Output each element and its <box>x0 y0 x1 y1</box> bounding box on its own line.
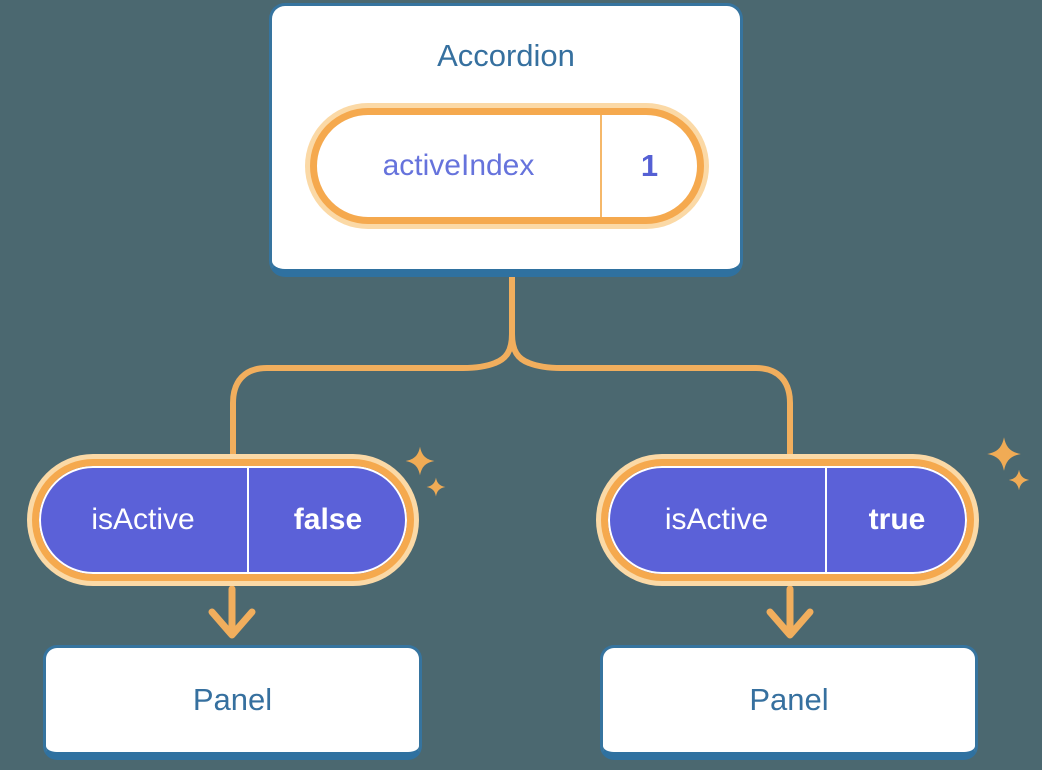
branch-connector <box>230 276 793 457</box>
state-value-label: true <box>868 503 926 536</box>
state-name-label: activeIndex <box>382 149 535 182</box>
panel-card-left: Panel <box>43 645 422 760</box>
pill-divider <box>825 466 827 574</box>
panel-title: Panel <box>192 682 273 717</box>
state-name-label: isActive <box>664 503 769 536</box>
panel-card-right: Panel <box>600 645 978 760</box>
state-name-label: isActive <box>91 503 195 536</box>
panel-title: Panel <box>749 682 829 717</box>
is-active-state-pill-right: isActive true <box>601 459 974 581</box>
arrow-down-icon <box>766 585 814 639</box>
is-active-state-pill-left: isActive false <box>32 459 414 581</box>
state-value-label: false <box>293 503 363 536</box>
sparkle-icon <box>405 446 446 497</box>
sparkle-icon <box>987 437 1030 491</box>
arrow-down-icon <box>208 585 256 639</box>
pill-divider <box>600 115 602 217</box>
accordion-title: Accordion <box>437 38 575 73</box>
state-value-label: 1 <box>640 148 659 183</box>
active-index-state-pill: activeIndex 1 <box>310 108 704 224</box>
pill-divider <box>247 466 249 574</box>
